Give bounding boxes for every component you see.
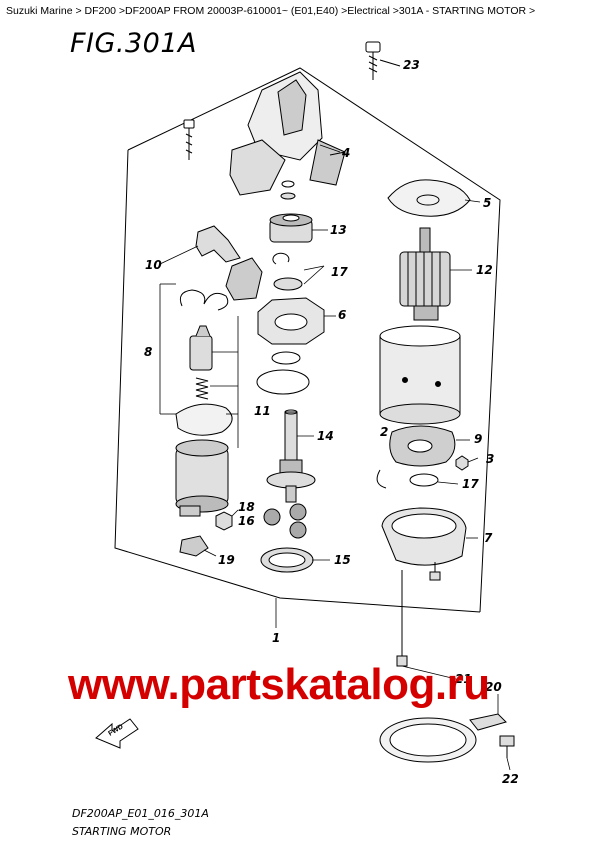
callout-4: 4 <box>342 146 351 160</box>
callout-5: 5 <box>483 196 492 210</box>
callout-6: 6 <box>338 308 347 322</box>
solenoid-body-icon <box>175 439 229 517</box>
plunger-icon <box>189 325 213 371</box>
output-shaft-icon <box>266 409 316 503</box>
callout-7: 7 <box>484 531 493 545</box>
screw-icon <box>429 562 441 581</box>
callout-17-lower: 17 <box>462 477 479 491</box>
figure-title: FIG.301A <box>70 28 198 59</box>
callout-11: 11 <box>254 404 271 418</box>
bolt-icon <box>499 735 515 758</box>
callout-12: 12 <box>476 263 493 277</box>
callout-2: 2 <box>380 425 389 439</box>
solenoid-cover-icon <box>229 71 346 196</box>
contact-holder-icon <box>225 257 263 301</box>
diagram-name: STARTING MOTOR <box>72 825 172 838</box>
nut-icon <box>455 455 469 471</box>
forward-arrow-icon <box>95 718 139 749</box>
callout-16: 16 <box>238 514 255 528</box>
pinion-gear-icon <box>269 213 313 243</box>
o-ring-icon <box>281 180 295 188</box>
through-bolt-icon <box>396 570 408 667</box>
spring-wire-icon <box>179 289 229 311</box>
callout-8: 8 <box>144 345 153 359</box>
callout-1: 1 <box>272 631 281 645</box>
planet-gear-icon <box>263 503 307 539</box>
lever-icon <box>195 225 241 263</box>
callout-19: 19 <box>218 553 235 567</box>
washer-icon <box>409 473 439 487</box>
callout-20: 20 <box>485 680 502 694</box>
callout-3: 3 <box>486 452 495 466</box>
breadcrumb[interactable]: Suzuki Marine > DF200 >DF200AP FROM 2000… <box>6 5 536 17</box>
circlip-icon <box>272 252 290 265</box>
mounting-band-icon <box>379 713 507 763</box>
callout-leaders <box>159 144 511 771</box>
callout-22: 22 <box>502 772 519 786</box>
plate-icon <box>387 179 471 217</box>
brush-holder-icon <box>376 425 456 489</box>
callout-10: 10 <box>145 258 162 272</box>
callout-14: 14 <box>317 429 334 443</box>
callout-15: 15 <box>334 553 351 567</box>
nut-icon <box>215 511 233 531</box>
internal-gear-icon <box>260 547 314 573</box>
washer-icon <box>280 192 296 200</box>
armature-icon <box>399 227 451 321</box>
callout-9: 9 <box>474 432 483 446</box>
small-bolt-icon <box>183 119 195 160</box>
o-ring-icon <box>256 369 310 395</box>
end-cover-icon <box>381 507 467 566</box>
assembly-frame <box>114 67 501 613</box>
thrust-ring-icon <box>273 277 303 291</box>
clamp-icon <box>179 535 209 557</box>
bolt-icon <box>365 41 401 80</box>
yoke-icon <box>379 325 461 425</box>
callout-23: 23 <box>403 58 420 72</box>
watermark-link[interactable]: www.partskatalog.ru <box>68 660 490 709</box>
gasket-icon <box>175 403 233 436</box>
callout-17-upper: 17 <box>331 265 348 279</box>
callout-18: 18 <box>238 500 255 514</box>
diagram-code: DF200AP_E01_016_301A <box>72 807 209 820</box>
gear-housing-icon <box>257 297 325 345</box>
callout-13: 13 <box>330 223 347 237</box>
washer-icon <box>271 351 301 365</box>
spring-icon <box>195 377 209 400</box>
callout-21: 21 <box>455 672 472 686</box>
